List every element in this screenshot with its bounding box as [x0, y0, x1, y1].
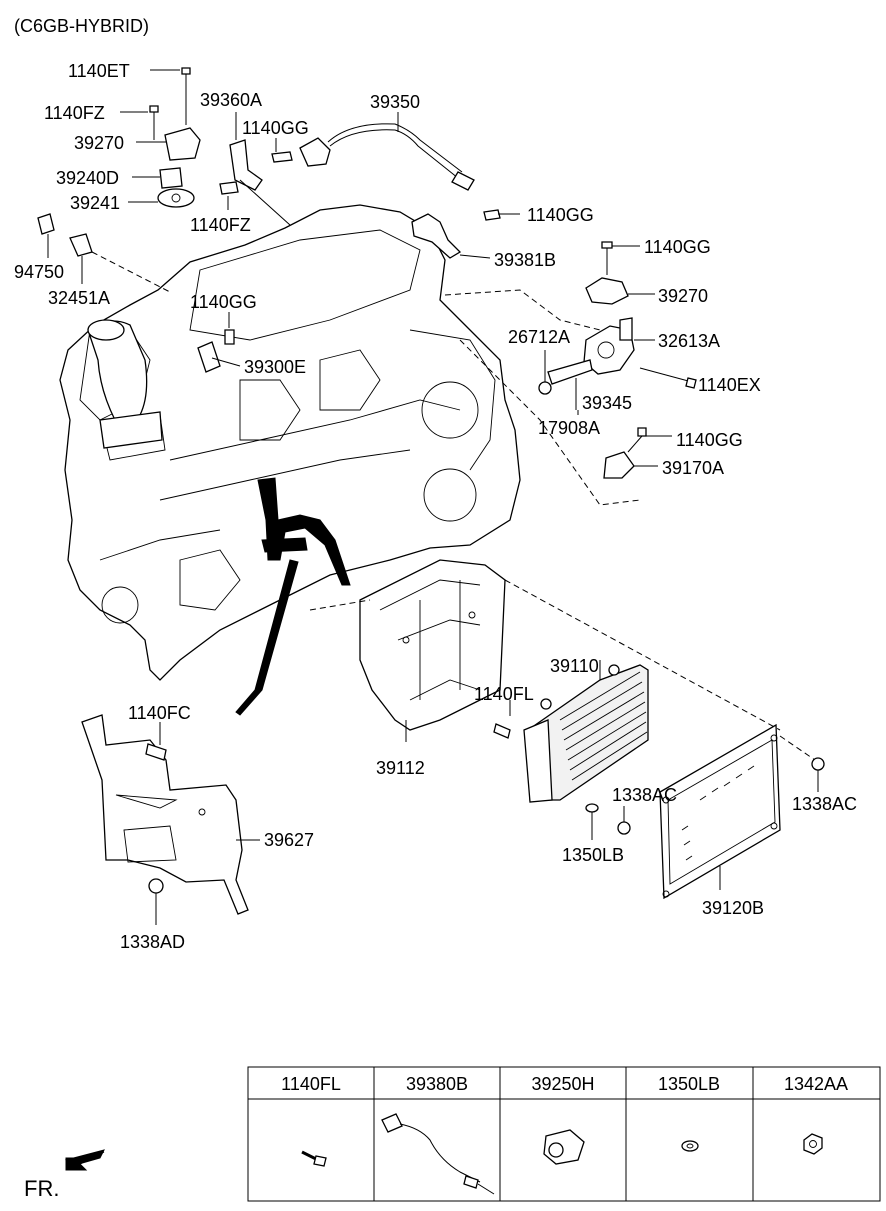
part-cluster-top-right	[411, 209, 697, 506]
legend-header-1140FL: 1140FL	[281, 1074, 341, 1094]
callout-39381B: 39381B	[494, 250, 556, 270]
part-39112-bracket	[309, 559, 506, 742]
engine-block	[59, 204, 521, 681]
callout-39112: 39112	[376, 758, 425, 778]
callout-1338AD: 1338AD	[120, 932, 185, 952]
part-1350LB-washer	[585, 803, 599, 840]
callout-39350: 39350	[370, 92, 420, 112]
legend-sensor-39380B-icon	[381, 1113, 495, 1195]
callout-39270: 39270	[658, 286, 708, 306]
wire-harness	[235, 477, 351, 716]
legend-header-39380B: 39380B	[406, 1074, 468, 1094]
callout-1140ET: 1140ET	[68, 61, 130, 81]
callout-1140FL: 1140FL	[474, 684, 534, 704]
legend-header-1350LB: 1350LB	[658, 1074, 720, 1094]
legend-washer-1350LB-icon	[681, 1140, 699, 1152]
callout-1140GG: 1140GG	[190, 292, 257, 312]
callout-39360A: 39360A	[200, 90, 262, 110]
callout-94750: 94750	[14, 262, 64, 282]
part-1140FL-bolt	[493, 700, 511, 739]
part-cluster-top-left	[37, 67, 475, 293]
callout-1140FZ: 1140FZ	[44, 103, 105, 123]
part-39300E	[197, 329, 241, 373]
part-39110-ecu	[523, 660, 649, 803]
part-1140FC-bolt	[145, 722, 167, 761]
callout-1140FZ: 1140FZ	[190, 215, 251, 235]
callout-39627: 39627	[264, 830, 314, 850]
callout-labels: 1140ET 1140FZ 39270 39240D 39241 39360A …	[14, 61, 857, 952]
callout-39270: 39270	[74, 133, 124, 153]
callout-1140GG: 1140GG	[644, 237, 711, 257]
diagram-title: (C6GB-HYBRID)	[14, 16, 149, 36]
part-39627-bracket	[81, 714, 260, 915]
legend-bolt-1140FL-icon	[301, 1150, 327, 1167]
part-1338AD-nut	[148, 878, 164, 925]
part-39120B-plate	[504, 579, 816, 900]
fr-label: FR.	[24, 1176, 59, 1201]
callout-32613A: 32613A	[658, 331, 720, 351]
callout-1338AC: 1338AC	[612, 785, 677, 805]
callout-1140GG: 1140GG	[527, 205, 594, 225]
callout-17908A: 17908A	[538, 418, 600, 438]
callout-32451A: 32451A	[48, 288, 110, 308]
callout-39241: 39241	[70, 193, 120, 213]
callout-1338AC: 1338AC	[792, 794, 857, 814]
legend-header-39250H: 39250H	[531, 1074, 594, 1094]
part-1338AC-nuts	[617, 757, 825, 835]
callout-39170A: 39170A	[662, 458, 724, 478]
parts-legend-table: 1140FL 39380B 39250H 1350LB 1342AA	[247, 1066, 881, 1202]
callout-39240D: 39240D	[56, 168, 119, 188]
leader-lines	[47, 69, 579, 415]
front-direction-indicator: FR.	[24, 1149, 105, 1201]
legend-knock-sensor-39250H-icon	[543, 1129, 585, 1165]
callout-1350LB: 1350LB	[562, 845, 624, 865]
callout-26712A: 26712A	[508, 327, 570, 347]
callout-1140GG: 1140GG	[242, 118, 309, 138]
legend-header-1342AA: 1342AA	[784, 1074, 848, 1094]
callout-1140GG: 1140GG	[676, 430, 743, 450]
callout-39120B: 39120B	[702, 898, 764, 918]
legend-nut-1342AA-icon	[803, 1133, 823, 1155]
callout-1140EX: 1140EX	[698, 375, 761, 395]
callout-39345: 39345	[582, 393, 632, 413]
callout-39300E: 39300E	[244, 357, 306, 377]
callout-39110: 39110	[550, 656, 599, 676]
callout-1140FC: 1140FC	[128, 703, 191, 723]
